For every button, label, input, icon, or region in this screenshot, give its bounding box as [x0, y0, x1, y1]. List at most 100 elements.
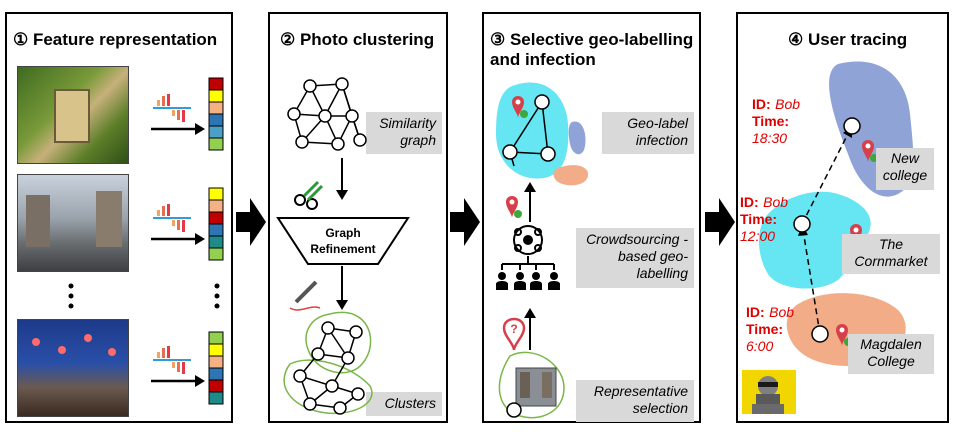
trace-label-1200: ID: Bob Time: 12:00 [740, 194, 788, 245]
place-magdalen-college: Magdalen College [848, 334, 934, 374]
trace-label-0600: ID: Bob Time: 6:00 [746, 304, 794, 355]
cluster-outline [498, 351, 565, 419]
feature-extraction-icon [153, 94, 191, 122]
panel-title: ① Feature representation [13, 30, 218, 49]
graph-node [303, 397, 317, 411]
geo-label-infection-label: Geo-label infection [602, 112, 694, 154]
representative-selection-label: Representative selection [576, 380, 694, 422]
graph-node [335, 77, 349, 91]
cluster-outline [283, 359, 373, 415]
trace-node [811, 325, 829, 343]
graph-node [502, 144, 518, 160]
geo-pin-icon [506, 196, 522, 218]
time-value: 6:00 [746, 338, 774, 354]
feature-vector-cell [208, 343, 224, 357]
feature-vector-cell [208, 89, 224, 103]
feature-vector-cell [208, 391, 224, 405]
cluster-outline [305, 311, 372, 374]
feature-vector-cell [208, 199, 224, 213]
crowdsourcing-icon [501, 225, 555, 270]
similarity-graph-label: Similarity graph [366, 112, 442, 154]
id-label: ID: [746, 304, 765, 320]
time-value: 12:00 [740, 228, 776, 244]
graph-node [325, 379, 339, 393]
id-label: ID: [752, 96, 771, 112]
clustering-graphics: Graph Refinement [276, 77, 410, 415]
feature-vector-cell [208, 379, 224, 393]
crowdsourcing-label: Crowdsourcing -based geo-labelling [576, 228, 694, 288]
arrow-3-4 [705, 198, 735, 246]
arrow-1-2 [236, 198, 266, 246]
user-name: Bob [769, 304, 795, 320]
feature-vector-cell [208, 247, 224, 261]
panel-geo-labelling: ③ Selective geo-labelling and infection … [482, 12, 701, 423]
graph-refinement-line2: Refinement [310, 242, 375, 256]
photo-street-crowd [17, 174, 129, 272]
scissors-icon [294, 180, 324, 210]
feature-vector-cell [208, 235, 224, 249]
panel-photo-clustering: ② Photo clustering Similarity graph Clus… [268, 12, 448, 423]
panel-title: ③ Selective geo-labelling and infection [490, 30, 694, 69]
orange-region [553, 165, 589, 186]
feature-vector-graphics [68, 77, 224, 405]
trace-line [801, 125, 853, 225]
feature-vector-cell [208, 367, 224, 381]
feature-vector-cell [208, 355, 224, 369]
graph-node [295, 135, 309, 149]
graph-node [534, 94, 550, 110]
feature-vector-cell [208, 137, 224, 151]
clusters-graph [283, 311, 373, 415]
id-label: ID: [740, 194, 759, 210]
panel-title: ④ User tracing [788, 30, 908, 49]
spy-user-icon [742, 370, 796, 414]
trace-node [843, 117, 861, 135]
graph-node [287, 107, 301, 121]
similarity-graph [287, 77, 367, 151]
feature-vector-cell [208, 101, 224, 115]
time-label: Time: [746, 321, 784, 337]
graph-node [321, 321, 335, 335]
people-icon [496, 272, 560, 290]
graph-node [333, 401, 347, 415]
graph-node [341, 351, 355, 365]
feature-vector-cell [208, 223, 224, 237]
graph-node [349, 325, 363, 339]
user-name: Bob [775, 96, 801, 112]
graph-node [311, 347, 325, 361]
feature-vector-cell [208, 331, 224, 345]
graph-refinement-line1: Graph [325, 226, 360, 240]
vertical-ellipsis-right [214, 283, 220, 309]
refinement-funnel [276, 217, 410, 265]
clusters-label: Clusters [366, 392, 442, 416]
panel-feature-representation: ① Feature representation [5, 12, 233, 423]
place-cornmarket: The Cornmarket [842, 234, 940, 274]
user-name: Bob [763, 194, 789, 210]
photo-building-ivy [17, 66, 129, 164]
graph-node [345, 109, 359, 123]
graph-node [318, 109, 332, 123]
graph-node [293, 369, 307, 383]
trace-label-1830: ID: Bob Time: 18:30 [752, 96, 800, 147]
svg-text:?: ? [510, 322, 517, 336]
feature-vector-cell [208, 113, 224, 127]
question-pin-icon: ? [502, 317, 526, 351]
cyan-region [496, 82, 569, 179]
time-label: Time: [740, 211, 778, 227]
graph-node [303, 79, 317, 93]
feature-vector-cell [208, 187, 224, 201]
graph-node [331, 137, 345, 151]
geo-labelling-graphics: ? [496, 82, 589, 419]
graph-node [353, 133, 367, 147]
vertical-ellipsis-left [68, 283, 74, 309]
panel-title: ② Photo clustering [280, 30, 435, 49]
feature-vector-cell [208, 125, 224, 139]
feature-vector-cell [208, 211, 224, 225]
panel-user-tracing: ④ User tracing [736, 12, 949, 423]
blue-region [568, 121, 586, 155]
feature-extraction-icon [153, 204, 191, 232]
time-label: Time: [752, 113, 790, 129]
feature-extraction-icon [153, 346, 191, 374]
pen-icon [289, 280, 321, 311]
geo-pin-icon [512, 96, 528, 118]
